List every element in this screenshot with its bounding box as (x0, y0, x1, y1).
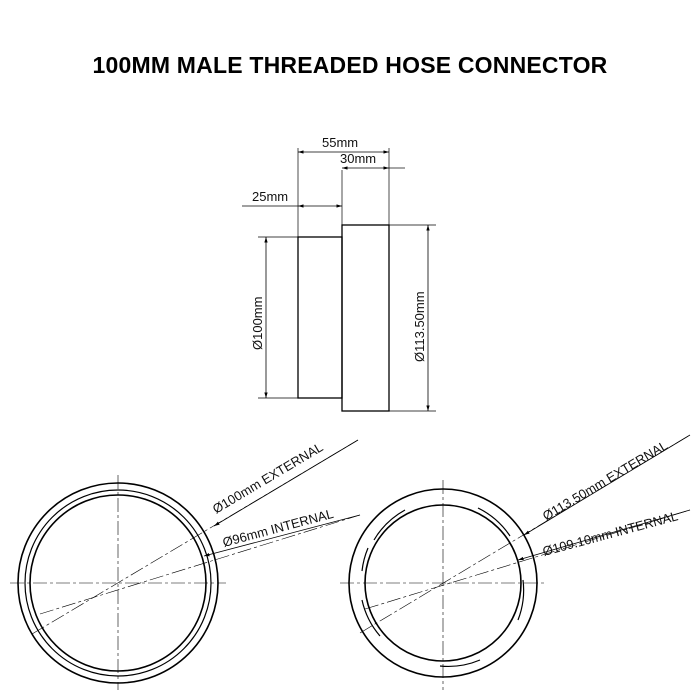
right-internal-leader (517, 509, 691, 561)
end-view-left: Ø100mm EXTERNAL Ø96mm INTERNAL (10, 439, 361, 690)
dim-label-55mm: 55mm (322, 135, 358, 150)
right-external-label: Ø113.50mm EXTERNAL (540, 438, 670, 524)
left-external-leader (213, 439, 359, 527)
dim-label-30mm: 30mm (340, 151, 376, 166)
side-view: 55mm 30mm 25mm Ø100mm Ø113.50mm (242, 135, 436, 412)
left-external-label: Ø100mm EXTERNAL (210, 439, 326, 516)
left-internal-label: Ø96mm INTERNAL (221, 506, 335, 550)
small-section-outline (297, 236, 343, 399)
dim-label-large-diameter: Ø113.50mm (412, 291, 427, 362)
end-view-right: Ø113.50mm EXTERNAL Ø109.10mm INTERNAL (340, 434, 691, 690)
right-external-leader (523, 434, 691, 536)
dim-label-small-diameter: Ø100mm (250, 297, 265, 350)
right-internal-label: Ø109.10mm INTERNAL (541, 508, 680, 559)
thread-notches (361, 507, 525, 667)
page-title: 100MM MALE THREADED HOSE CONNECTOR (92, 52, 608, 78)
left-internal-leader (203, 514, 361, 557)
dim-label-25mm: 25mm (252, 189, 288, 204)
large-section-outline (341, 224, 390, 412)
